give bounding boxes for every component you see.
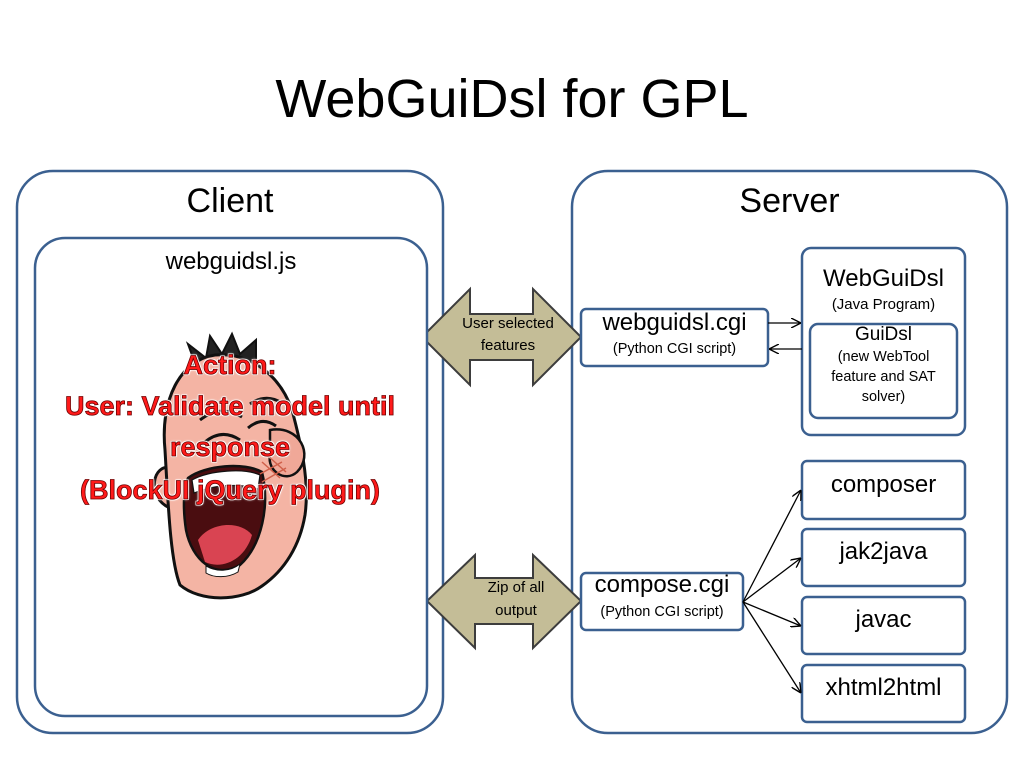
client-label: Client <box>186 182 274 220</box>
face-left-brow <box>199 409 243 422</box>
action-heading: Action: <box>183 350 277 381</box>
action-line-2: response <box>169 432 291 463</box>
guidsl-box <box>808 322 959 420</box>
face-tongue <box>198 524 252 565</box>
connector-compose-to-javac <box>742 601 801 626</box>
action-line-1: User: Validate model until <box>64 391 396 422</box>
face-wrinkles <box>259 455 287 483</box>
webguidsl-java-note: (Java Program) <box>831 296 936 313</box>
webguidsl-js-label: webguidsl.js <box>165 248 297 275</box>
action-line-3: (BlockUI jQuery plugin) <box>79 475 381 506</box>
slide-title: WebGuiDsl for GPL <box>275 69 749 129</box>
tool-composer-label: composer <box>830 471 937 498</box>
connector-compose-to-jak2java <box>742 558 801 603</box>
response-arrow-label-1: Zip of all <box>487 579 545 596</box>
face-lower-teeth <box>205 562 241 578</box>
composer-box <box>800 459 967 521</box>
webguidsl-cgi-name: webguidsl.cgi <box>602 309 747 336</box>
compose-cgi-note: (Python CGI script) <box>600 604 724 620</box>
face-right-eye <box>247 420 277 430</box>
tool-xhtml2html-label: xhtml2html <box>825 674 942 701</box>
laughing-face-clipart <box>153 331 308 600</box>
webguidsl-cgi-note: (Python CGI script) <box>612 341 737 357</box>
server-label: Server <box>739 182 840 220</box>
face-upper-teeth <box>191 470 261 494</box>
xhtml2html-box <box>800 663 967 724</box>
request-arrow-label-1: User selected <box>462 315 554 332</box>
guidsl-name: GuiDsl <box>854 324 912 345</box>
face-left-eye <box>204 433 241 444</box>
guidsl-desc-line-2: feature and SAT <box>831 369 936 385</box>
face-right-brow <box>249 396 283 406</box>
webguidsl-java-name: WebGuiDsl <box>823 265 944 292</box>
tool-jak2java-label: jak2java <box>839 538 928 565</box>
webguidsl-cgi-box <box>579 307 770 368</box>
guidsl-desc-line-3: solver) <box>861 389 906 405</box>
connector-compose-to-composer <box>742 490 801 603</box>
tool-javac-label: javac <box>855 606 912 633</box>
connector-compose-to-xhtml2html <box>742 601 801 693</box>
response-arrow-label-2: output <box>495 602 537 619</box>
request-arrow-label-2: features <box>480 337 536 354</box>
compose-cgi-name: compose.cgi <box>594 571 730 598</box>
guidsl-desc-line-1: (new WebTool <box>837 349 930 365</box>
